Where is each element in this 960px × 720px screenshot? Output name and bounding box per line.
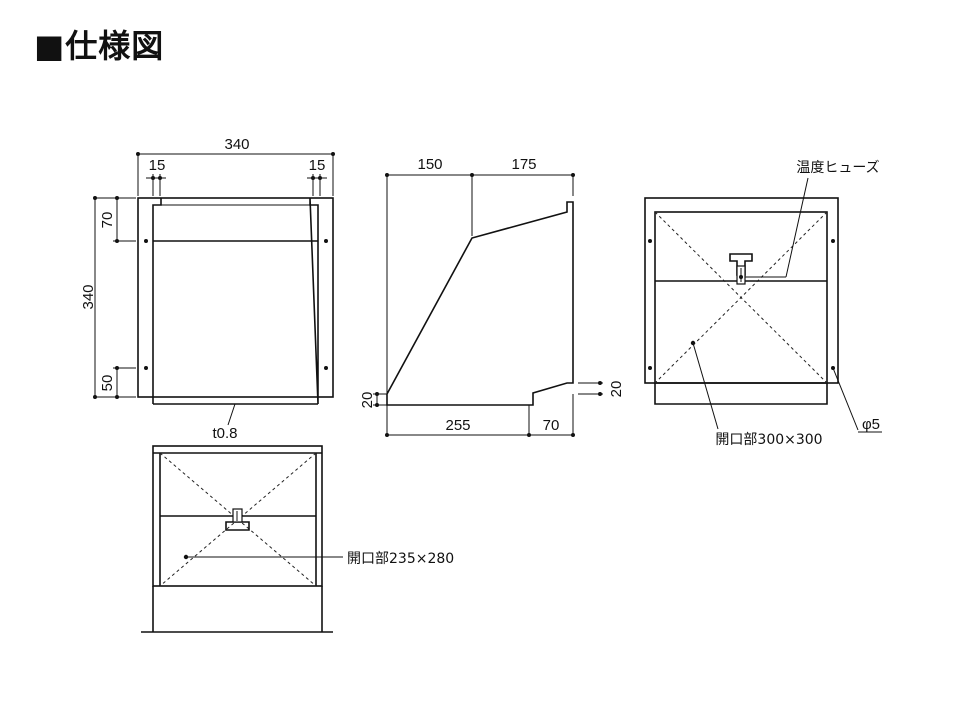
hole-label: φ5 bbox=[862, 416, 880, 433]
front-right-margin-label: 15 bbox=[309, 157, 326, 174]
front-left-margin-label: 15 bbox=[149, 157, 166, 174]
thickness-label: t0.8 bbox=[212, 425, 237, 442]
side-top-left-label: 150 bbox=[417, 156, 442, 173]
front-bottom-section-label: 50 bbox=[99, 375, 116, 392]
side-left-height-label: 20 bbox=[359, 392, 376, 409]
side-view: 150 175 20 20 255 70 bbox=[359, 156, 625, 437]
front-view: 340 15 15 340 bbox=[80, 136, 335, 442]
back-view: 温度ヒューズ 開口部300×300 φ5 bbox=[644, 160, 882, 448]
side-top-right-label: 175 bbox=[511, 156, 536, 173]
bottom-opening-label: 開口部235×280 bbox=[347, 551, 454, 567]
front-height-label: 340 bbox=[80, 284, 97, 309]
page-title: ■仕様図 bbox=[34, 27, 165, 65]
back-opening-label: 開口部300×300 bbox=[715, 432, 822, 448]
fuse-label: 温度ヒューズ bbox=[796, 160, 879, 176]
side-bottom-right-label: 70 bbox=[543, 417, 560, 434]
side-bottom-left-label: 255 bbox=[445, 417, 470, 434]
side-right-height-label: 20 bbox=[608, 381, 625, 398]
front-top-section-label: 70 bbox=[99, 212, 116, 229]
front-width-label: 340 bbox=[224, 136, 249, 153]
bottom-view: 開口部235×280 bbox=[141, 445, 454, 633]
